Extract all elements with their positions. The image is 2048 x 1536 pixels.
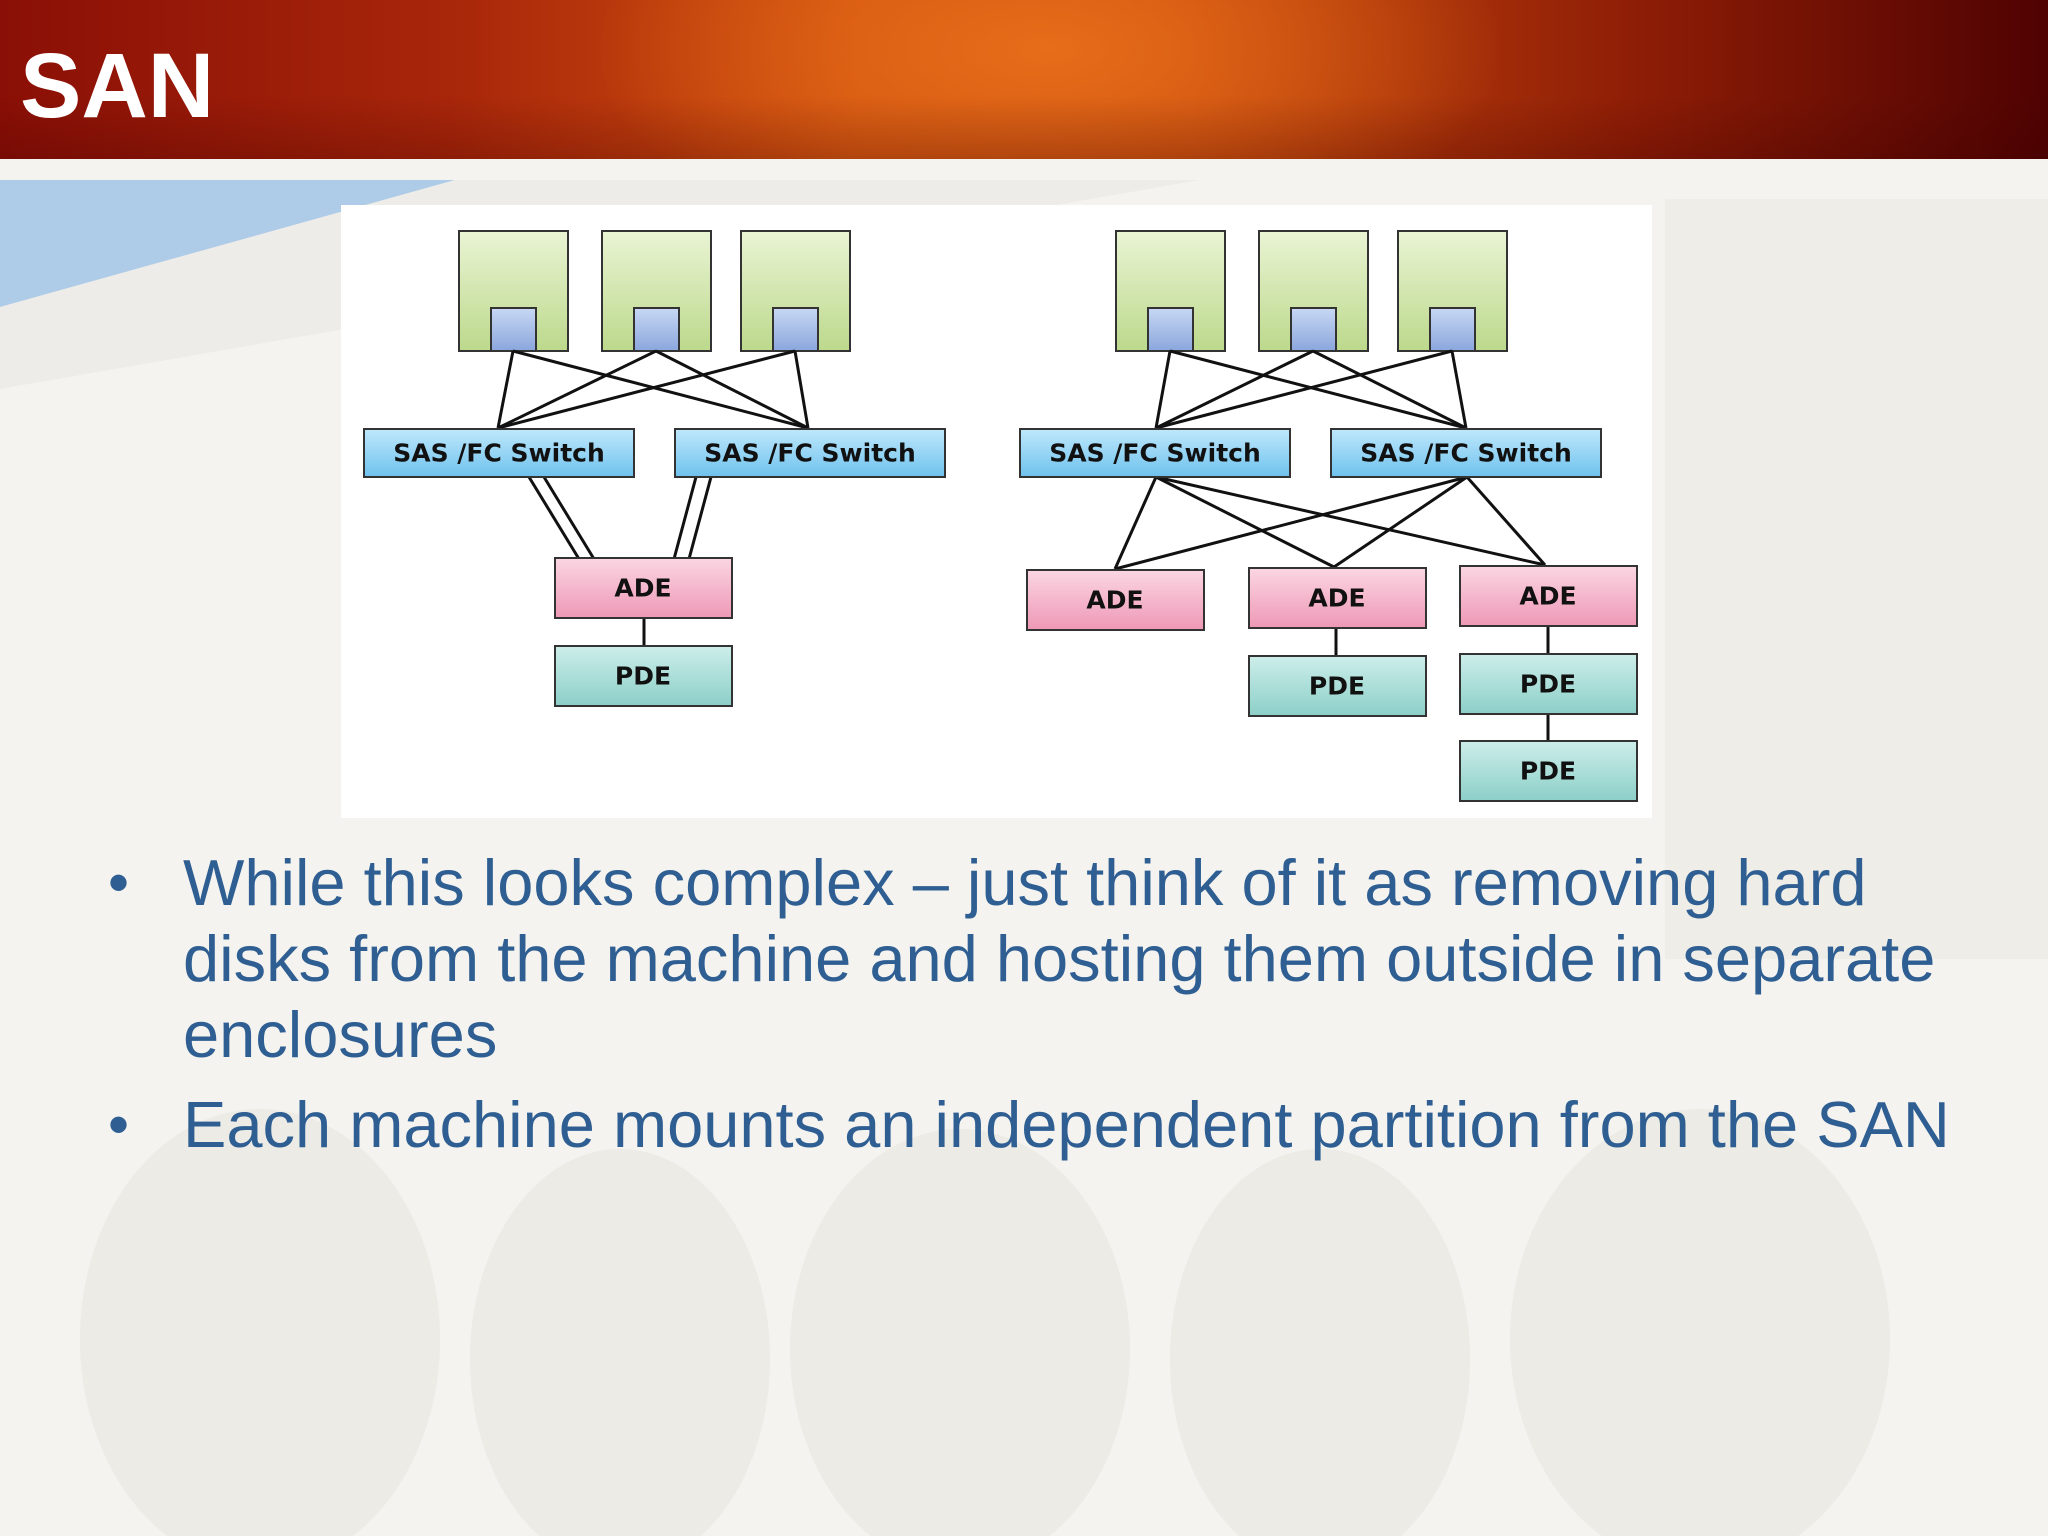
san-switch: SAS /FC Switch [674, 428, 946, 478]
bullet-list: • While this looks complex – just think … [105, 845, 1985, 1177]
silhouette-3 [790, 1129, 1130, 1536]
san-diagram: SAS /FC Switch SAS /FC Switch ADE PDE [363, 230, 1638, 802]
san-switch: SAS /FC Switch [363, 428, 635, 478]
left-servers [458, 230, 851, 352]
hba-port [1429, 307, 1476, 352]
right-enclosures: ADE ADE ADE PDE PDE PDE [1026, 565, 1638, 802]
hba-port [772, 307, 819, 352]
silhouette-5 [1510, 1109, 1890, 1536]
hba-port [490, 307, 537, 352]
right-switches: SAS /FC Switch SAS /FC Switch [1019, 428, 1602, 478]
ade-enclosure: ADE [1459, 565, 1638, 627]
title-bar-glow [600, 0, 1500, 159]
bullet-dot: • [108, 1091, 130, 1158]
right-panel-shade [1665, 199, 2048, 959]
pde-enclosure: PDE [554, 645, 733, 707]
right-server-switch-links [1154, 349, 1468, 430]
bullet-text: While this looks complex – just think of… [183, 846, 1936, 1071]
title-bar-shade [0, 0, 2048, 159]
ade-enclosure: ADE [1248, 567, 1427, 629]
ade-label: ADE [614, 574, 671, 603]
server [458, 230, 569, 352]
bullet-item: • Each machine mounts an independent par… [105, 1087, 1985, 1163]
switch-label: SAS /FC Switch [1360, 439, 1572, 468]
san-switch: SAS /FC Switch [1330, 428, 1602, 478]
server [740, 230, 851, 352]
server [1258, 230, 1369, 352]
ade-enclosure: ADE [1026, 569, 1205, 631]
silhouette-4 [1170, 1149, 1470, 1536]
ade-label: ADE [1308, 584, 1365, 613]
server [601, 230, 712, 352]
bullet-item: • While this looks complex – just think … [105, 845, 1985, 1073]
ade-label: ADE [1519, 582, 1576, 611]
right-switch-ade-links [1113, 475, 1550, 741]
pde-label: PDE [1520, 757, 1576, 786]
hba-port [1147, 307, 1194, 352]
bullet-dot: • [108, 849, 130, 916]
ade-label: ADE [1086, 586, 1143, 615]
server [1115, 230, 1226, 352]
title-bar: SAN [0, 0, 2048, 159]
left-enclosures: ADE PDE [554, 557, 733, 707]
hba-port [1290, 307, 1337, 352]
san-switch: SAS /FC Switch [1019, 428, 1291, 478]
left-server-switch-links [496, 349, 810, 430]
pde-enclosure: PDE [1459, 740, 1638, 802]
switch-label: SAS /FC Switch [393, 439, 605, 468]
right-servers [1115, 230, 1508, 352]
server [1397, 230, 1508, 352]
pde-enclosure: PDE [1459, 653, 1638, 715]
switch-label: SAS /FC Switch [1049, 439, 1261, 468]
hba-port [633, 307, 680, 352]
silhouette-2 [470, 1149, 770, 1536]
ade-enclosure: ADE [554, 557, 733, 619]
page-title: SAN [20, 35, 215, 137]
pde-label: PDE [1309, 672, 1365, 701]
bullet-text: Each machine mounts an independent parti… [183, 1088, 1950, 1161]
left-switch-ade-links [527, 476, 713, 646]
switch-label: SAS /FC Switch [704, 439, 916, 468]
pde-label: PDE [1520, 670, 1576, 699]
diagram-panel: SAS /FC Switch SAS /FC Switch ADE PDE [341, 205, 1652, 818]
pde-label: PDE [615, 662, 671, 691]
pde-enclosure: PDE [1248, 655, 1427, 717]
silhouette-1 [80, 1109, 440, 1536]
left-switches: SAS /FC Switch SAS /FC Switch [363, 428, 946, 478]
